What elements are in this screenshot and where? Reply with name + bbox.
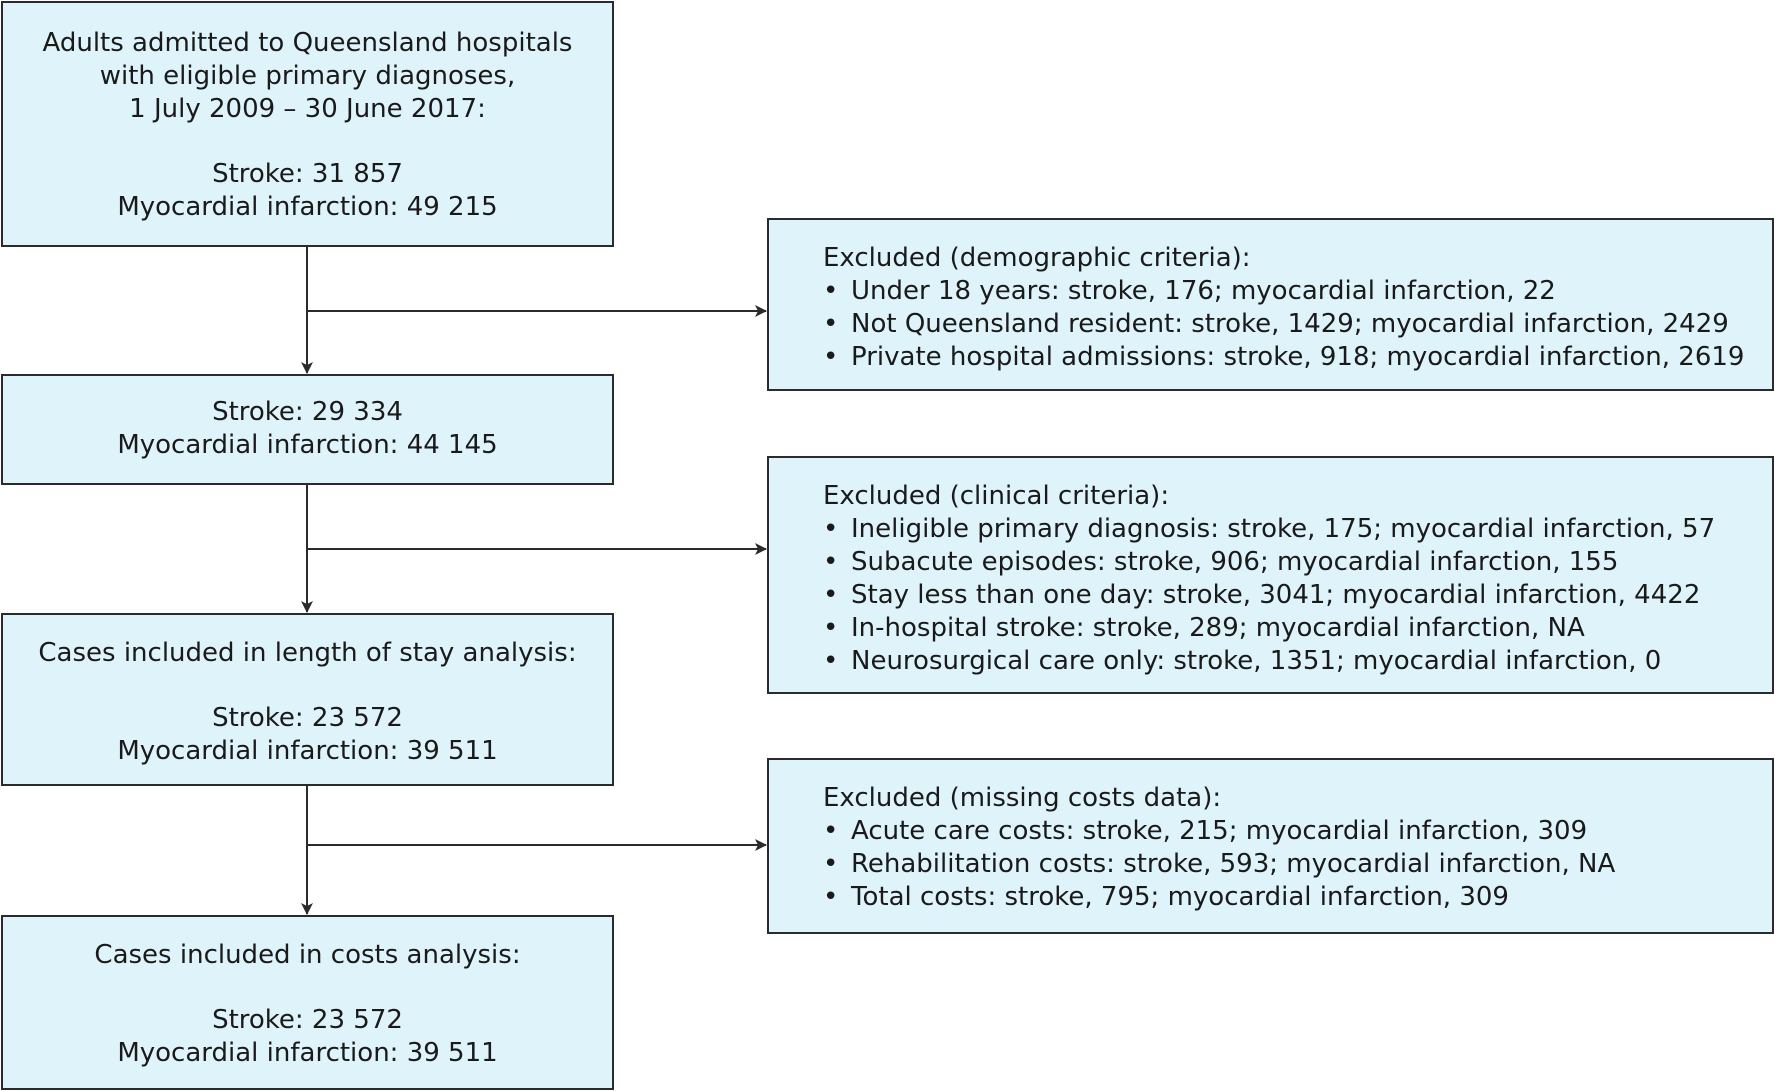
list-item: Stay less than one day: stroke, 3041; my… <box>823 579 1772 612</box>
los-heading: Cases included in length of stay analysi… <box>38 638 577 668</box>
admitted-mi-count: Myocardial infarction: 49 215 <box>117 192 498 222</box>
box-excluded-clinical: Excluded (clinical criteria): Ineligible… <box>767 456 1774 694</box>
box-excluded-demographic: Excluded (demographic criteria): Under 1… <box>767 218 1774 391</box>
costs-mi-count: Myocardial infarction: 39 511 <box>117 1038 498 1068</box>
list-item: Private hospital admissions: stroke, 918… <box>823 341 1772 374</box>
excluded-demographic-list: Under 18 years: stroke, 176; myocardial … <box>823 275 1772 374</box>
los-mi-count: Myocardial infarction: 39 511 <box>117 736 498 766</box>
box-length-of-stay: Cases included in length of stay analysi… <box>1 613 614 786</box>
excluded-clinical-heading: Excluded (clinical criteria): <box>823 481 1170 511</box>
list-item: Total costs: stroke, 795; myocardial inf… <box>823 881 1772 914</box>
list-item: Rehabilitation costs: stroke, 593; myoca… <box>823 848 1772 881</box>
costs-stroke-count: Stroke: 23 572 <box>212 1005 403 1035</box>
admitted-line-3: 1 July 2009 – 30 June 2017: <box>129 94 486 124</box>
excluded-missing-costs-heading: Excluded (missing costs data): <box>823 783 1222 813</box>
list-item: Not Queensland resident: stroke, 1429; m… <box>823 308 1772 341</box>
box-costs-analysis: Cases included in costs analysis: Stroke… <box>1 915 614 1090</box>
list-item: Acute care costs: stroke, 215; myocardia… <box>823 815 1772 848</box>
after-demographic-mi-count: Myocardial infarction: 44 145 <box>117 430 498 460</box>
excluded-demographic-heading: Excluded (demographic criteria): <box>823 243 1251 273</box>
costs-heading: Cases included in costs analysis: <box>94 940 521 970</box>
box-admitted: Adults admitted to Queensland hospitals … <box>1 1 614 247</box>
list-item: Neurosurgical care only: stroke, 1351; m… <box>823 645 1772 678</box>
box-after-demographic: Stroke: 29 334 Myocardial infarction: 44… <box>1 374 614 485</box>
list-item: Under 18 years: stroke, 176; myocardial … <box>823 275 1772 308</box>
list-item: Ineligible primary diagnosis: stroke, 17… <box>823 513 1772 546</box>
admitted-line-2: with eligible primary diagnoses, <box>99 61 516 91</box>
admitted-line-1: Adults admitted to Queensland hospitals <box>42 28 573 58</box>
excluded-missing-costs-list: Acute care costs: stroke, 215; myocardia… <box>823 815 1772 914</box>
los-stroke-count: Stroke: 23 572 <box>212 703 403 733</box>
admitted-stroke-count: Stroke: 31 857 <box>212 159 403 189</box>
list-item: In-hospital stroke: stroke, 289; myocard… <box>823 612 1772 645</box>
box-excluded-missing-costs: Excluded (missing costs data): Acute car… <box>767 758 1774 934</box>
after-demographic-stroke-count: Stroke: 29 334 <box>212 397 403 427</box>
list-item: Subacute episodes: stroke, 906; myocardi… <box>823 546 1772 579</box>
excluded-clinical-list: Ineligible primary diagnosis: stroke, 17… <box>823 513 1772 678</box>
